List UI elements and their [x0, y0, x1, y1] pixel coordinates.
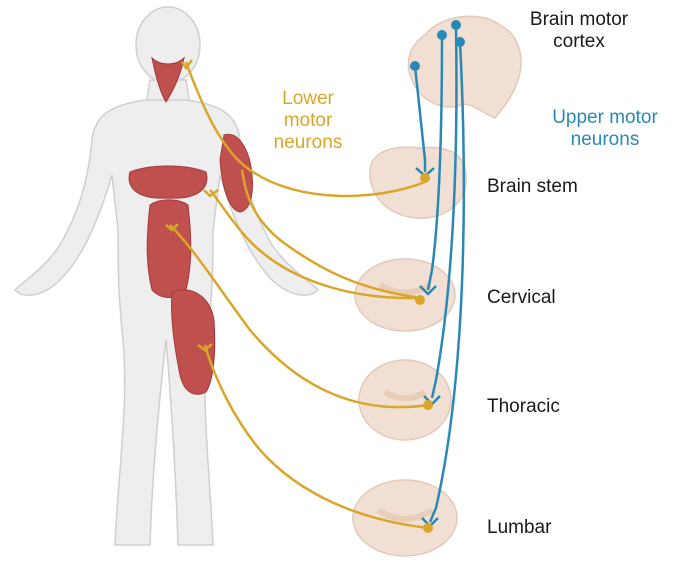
upper-motor-line1: Upper motor [540, 107, 670, 129]
brain-motor-cortex-label: Brain motor cortex [514, 9, 644, 53]
lower-motor-line3: neurons [258, 132, 358, 154]
lower-motor-line1: Lower [258, 88, 358, 110]
brain-motor-cortex-line2: cortex [514, 31, 644, 53]
brain-motor-cortex-line1: Brain motor [514, 9, 644, 31]
brain-stem-section [370, 147, 466, 218]
lower-motor-line2: motor [258, 110, 358, 132]
thoracic-label: Thoracic [487, 396, 560, 418]
upper-motor-neurons-label: Upper motor neurons [540, 107, 670, 151]
diaphragm-muscle [129, 166, 207, 198]
cervical-label: Cervical [487, 287, 556, 309]
lower-motor-neurons-label: Lower motor neurons [258, 88, 358, 154]
brain-stem-label: Brain stem [487, 176, 578, 198]
upper-motor-line2: neurons [540, 129, 670, 151]
brain [408, 16, 521, 118]
lumbar-label: Lumbar [487, 517, 551, 539]
lower-motor-neuron-somas [415, 173, 433, 533]
abdominal-muscle [147, 200, 191, 298]
